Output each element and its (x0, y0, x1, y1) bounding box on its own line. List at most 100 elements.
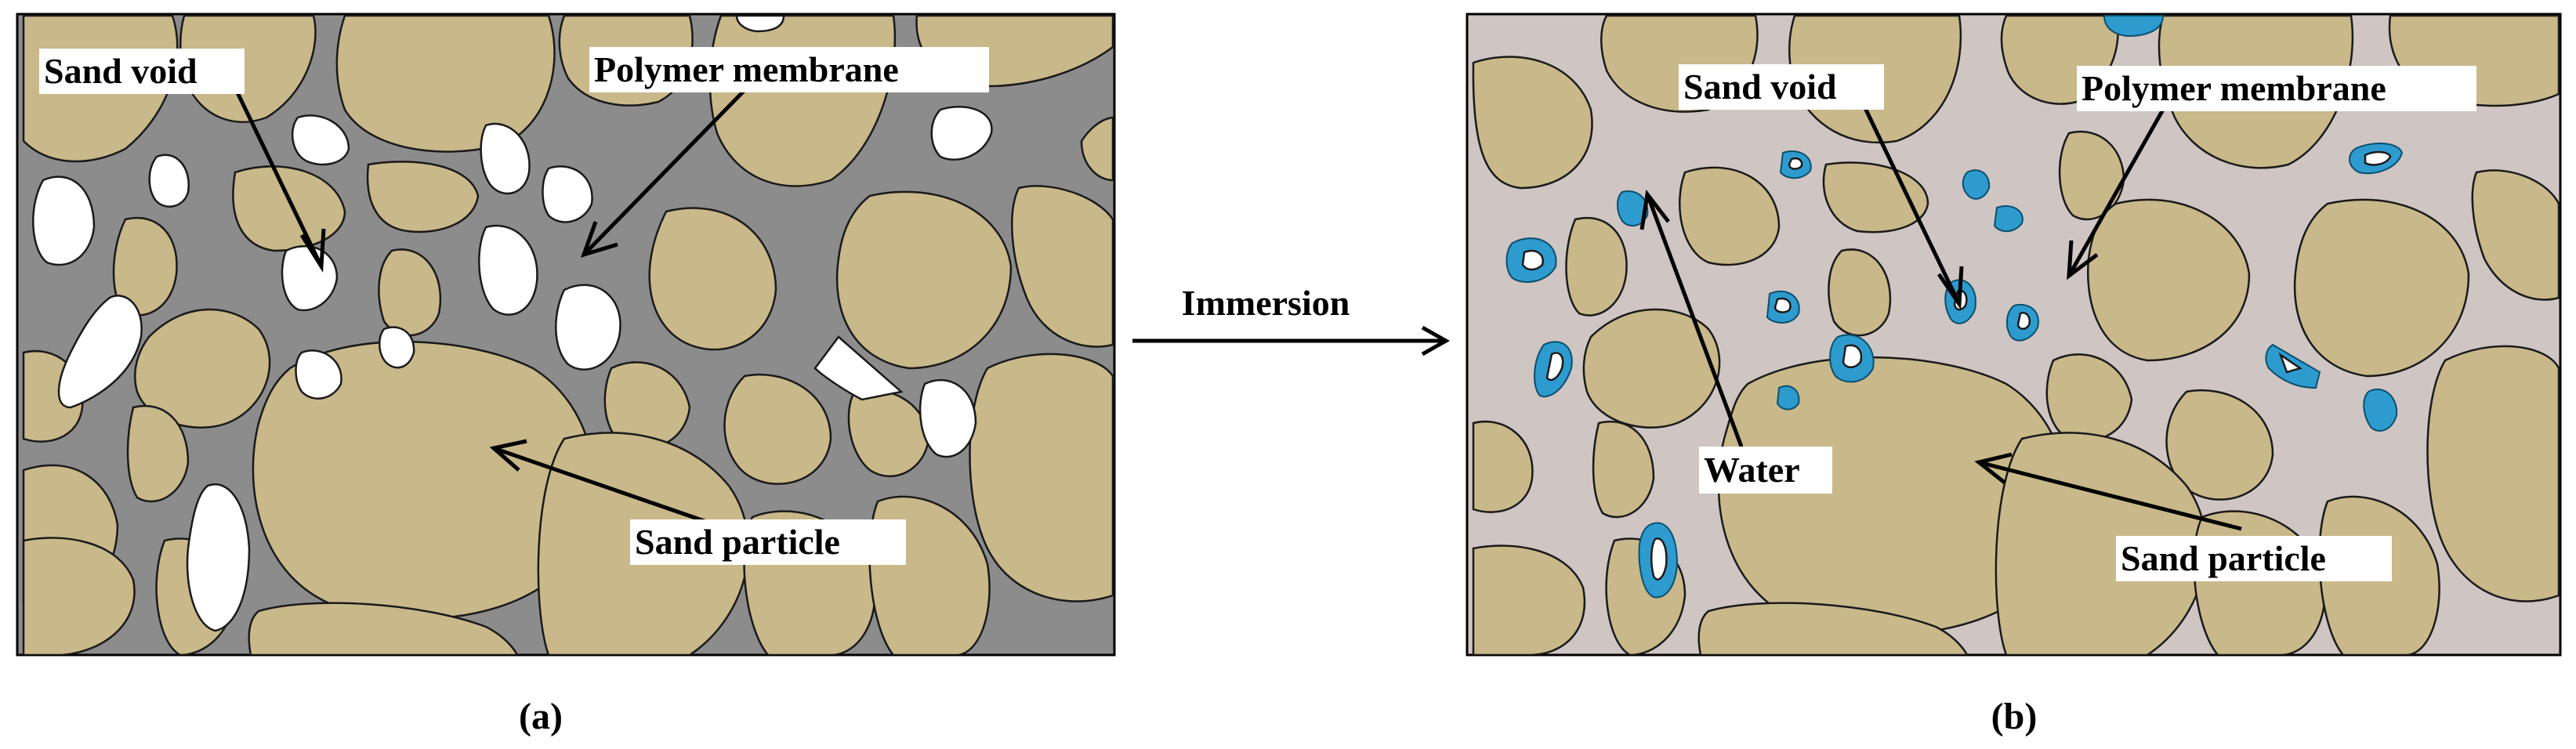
sand-particle (1080, 116, 1114, 182)
label-polymer-membrane-b: Polymer membrane (2081, 68, 2386, 108)
sand-particle (847, 389, 930, 478)
sand-void (480, 122, 531, 195)
sand-particle (1011, 185, 1114, 348)
sand-particle (1697, 602, 1969, 655)
water-droplet (1617, 190, 1649, 227)
sand-particle (22, 537, 136, 655)
arrowhead (299, 228, 326, 273)
label-sand-void-a: Sand void (44, 51, 197, 91)
label-bg (39, 49, 245, 94)
sand-particle (648, 207, 777, 351)
sand-void (1521, 249, 1545, 271)
sand-void (379, 326, 415, 369)
panel-a-arrows (233, 81, 784, 551)
label-bg (2077, 66, 2476, 111)
sand-particle (1592, 420, 1655, 519)
sand-particle (1565, 216, 1628, 317)
sand-particle (2087, 198, 2251, 362)
sand-particle (248, 602, 519, 655)
sand-particle (1472, 56, 1593, 190)
sand-particle (2426, 345, 2560, 602)
label-bg (1679, 64, 1884, 110)
panel-b: Sand void Polymer membrane Water Sand pa… (1466, 13, 2562, 737)
water-droplet (1776, 385, 1800, 411)
sand-particle (378, 248, 442, 337)
sand-particle (366, 161, 480, 233)
sand-void (542, 165, 593, 223)
water-droplet (1993, 205, 2023, 233)
sand-void (148, 154, 190, 208)
sand-particle (1679, 166, 1781, 266)
arrowhead (1639, 189, 1670, 230)
sand-particle (603, 361, 691, 450)
panel-b-labels: Sand void Polymer membrane Water Sand pa… (1679, 64, 2476, 581)
sand-particle (126, 404, 190, 503)
sand-void (1650, 537, 1668, 581)
arrow-sand-void-a (233, 86, 324, 268)
label-bg (589, 47, 989, 92)
sand-particle (1472, 545, 1586, 655)
label-sand-particle-a: Sand particle (635, 522, 840, 562)
sand-void (295, 349, 342, 400)
sand-particle (1828, 248, 1892, 337)
sand-particle (1582, 308, 1721, 429)
sand-particle (2293, 198, 2470, 378)
sand-void (918, 378, 977, 458)
sand-particle (723, 373, 832, 485)
sand-particle (835, 190, 1013, 370)
immersion-process: Immersion (1132, 283, 1451, 356)
arrowhead (1421, 325, 1451, 356)
arrowhead (580, 221, 618, 258)
label-sand-void-b: Sand void (1683, 67, 1837, 107)
panel-b-arrows (1639, 107, 2242, 531)
label-water-b: Water (1704, 450, 1800, 490)
sand-void (292, 114, 350, 166)
sand-particle (969, 353, 1114, 602)
sand-particle (2045, 353, 2133, 442)
sand-particle (252, 340, 595, 621)
arrow-sand-void-b (1863, 107, 1962, 306)
sand-particle (2165, 389, 2274, 501)
label-bg (2116, 536, 2392, 581)
sand-void (735, 14, 785, 33)
sand-void (2364, 150, 2392, 166)
label-bg (630, 519, 906, 565)
caption-b: (b) (1991, 696, 2038, 737)
sand-particle (232, 165, 346, 252)
sand-void (32, 175, 96, 266)
sand-particle (335, 14, 556, 153)
sand-void (813, 335, 904, 401)
sand-void (186, 483, 251, 632)
panel-a-labels: Sand void Polymer membrane Sand particle (39, 47, 989, 565)
label-immersion: Immersion (1182, 283, 1350, 323)
caption-a: (a) (519, 696, 563, 737)
sand-void (1842, 344, 1863, 368)
arrowhead (1937, 266, 1964, 310)
sand-void (57, 295, 143, 409)
water-droplet (1962, 169, 1991, 200)
arrow-water-b (1645, 194, 1744, 447)
arrowhead (2067, 240, 2099, 280)
sand-void (1788, 157, 1803, 170)
sand-void (478, 224, 538, 316)
sand-void (1545, 352, 1564, 382)
sand-void (2278, 352, 2302, 374)
label-bg (1699, 447, 1832, 494)
sand-void (555, 284, 621, 371)
arrow-sand-particle-b (1978, 460, 2242, 531)
sand-void (2016, 312, 2031, 330)
arrowhead (1974, 452, 2013, 484)
sand-particle (2471, 169, 2560, 301)
arrow-polymer-membrane-a (582, 81, 754, 256)
sand-particle (1472, 420, 1534, 513)
label-polymer-membrane-a: Polymer membrane (594, 49, 899, 89)
sand-particle (134, 308, 271, 429)
water-droplet (2103, 15, 2165, 38)
water-droplet (2363, 388, 2398, 432)
arrow-polymer-membrane-b (2067, 108, 2165, 277)
panel-a: Sand void Polymer membrane Sand particle… (16, 13, 1116, 737)
sand-void (930, 106, 993, 161)
arrowhead (489, 439, 527, 472)
